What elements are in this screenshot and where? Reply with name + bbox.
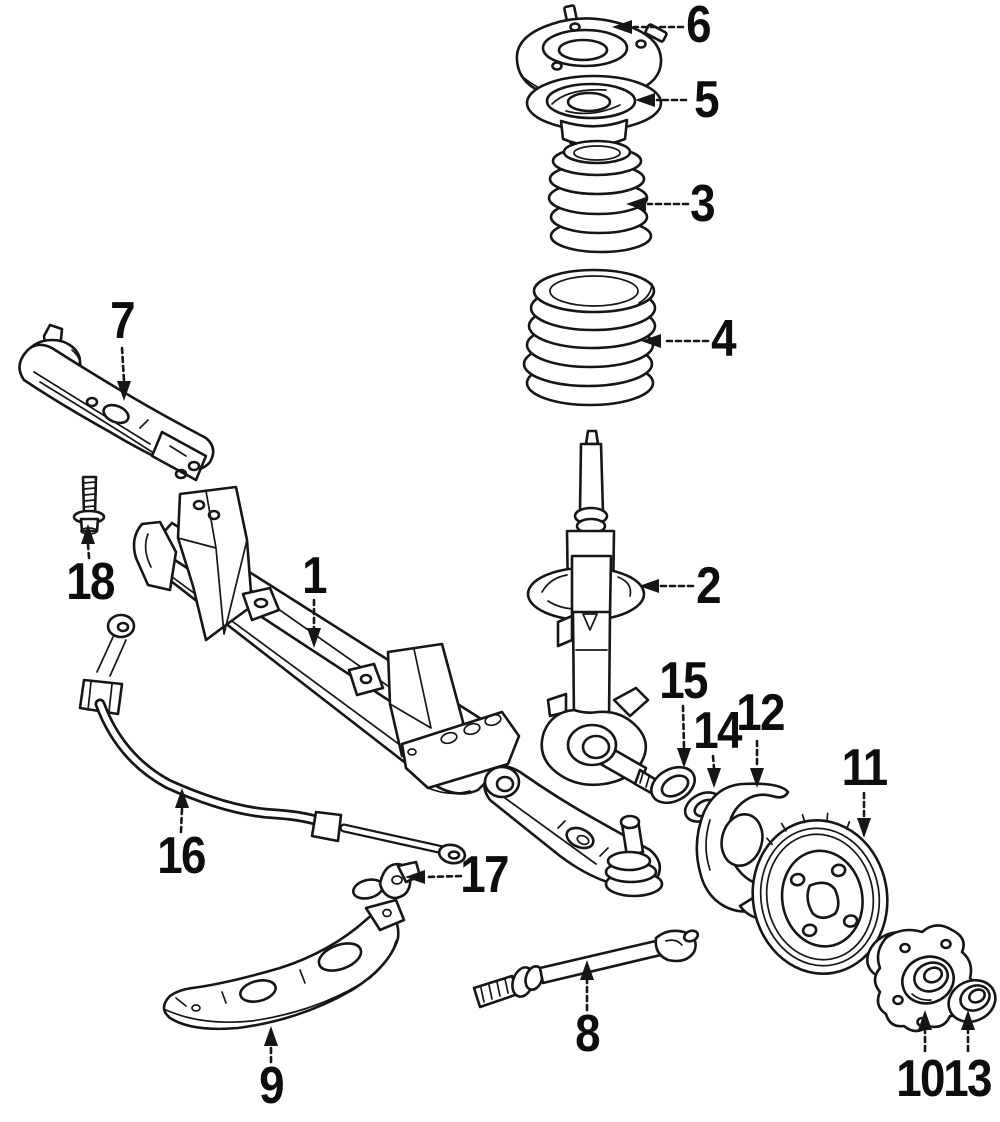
callout-5: 5 [694, 71, 719, 129]
callout-arrow-15 [677, 704, 691, 768]
callout-arrow-8 [580, 960, 594, 1012]
callout-4: 4 [711, 310, 736, 368]
callout-arrow-4 [641, 334, 710, 348]
coil-spring-drawing [522, 268, 657, 407]
callout-arrow-17 [405, 870, 463, 884]
callout-arrow-18 [81, 524, 95, 560]
gusset-plate-drawing [162, 898, 406, 1031]
callout-7: 7 [110, 292, 135, 350]
callout-14: 14 [693, 702, 742, 760]
bolt-drawing [72, 475, 106, 535]
callout-arrow-1 [307, 598, 321, 648]
spring-seat-drawing [525, 74, 663, 147]
callout-arrow-12 [750, 739, 764, 788]
callout-arrow-5 [635, 93, 688, 107]
callout-1: 1 [302, 547, 327, 605]
callout-arrow-13 [961, 1010, 975, 1053]
callout-arrow-10 [918, 1010, 932, 1053]
callout-12: 12 [736, 684, 785, 742]
callout-arrow-9 [264, 1026, 278, 1064]
callout-13: 13 [943, 1050, 992, 1108]
control-arm-drawing [18, 323, 215, 482]
callout-16: 16 [157, 827, 206, 885]
callout-arrow-7 [117, 346, 131, 401]
callout-arrow-6 [612, 20, 685, 34]
callout-3: 3 [690, 175, 715, 233]
callout-arrow-11 [857, 791, 871, 838]
callout-11: 11 [841, 739, 889, 797]
dust-boot-drawing [547, 139, 653, 254]
callout-10: 10 [896, 1050, 945, 1108]
tension-rod-drawing [472, 929, 700, 1009]
lower-control-arm-drawing [483, 765, 664, 898]
callout-15: 15 [659, 652, 708, 710]
brake-rotor-drawing [751, 812, 889, 976]
callout-6: 6 [686, 0, 711, 54]
stabilizer-bracket-drawing [351, 860, 422, 900]
callout-18: 18 [66, 553, 115, 611]
callout-2: 2 [696, 557, 721, 615]
bearing-cap-drawing [947, 978, 997, 1024]
callout-arrow-3 [626, 197, 690, 211]
callout-arrow-14 [707, 754, 721, 788]
callout-17: 17 [460, 846, 509, 904]
splash-shield-drawing [695, 782, 790, 921]
crossmember-drawing [132, 485, 521, 795]
callout-9: 9 [259, 1057, 284, 1115]
grease-seal-drawing [650, 765, 696, 805]
strut-drawing [526, 429, 660, 796]
callout-arrow-16 [175, 788, 189, 834]
stabilizer-bar-drawing [78, 613, 467, 865]
callout-arrow-2 [639, 579, 695, 593]
callout-8: 8 [575, 1005, 600, 1063]
